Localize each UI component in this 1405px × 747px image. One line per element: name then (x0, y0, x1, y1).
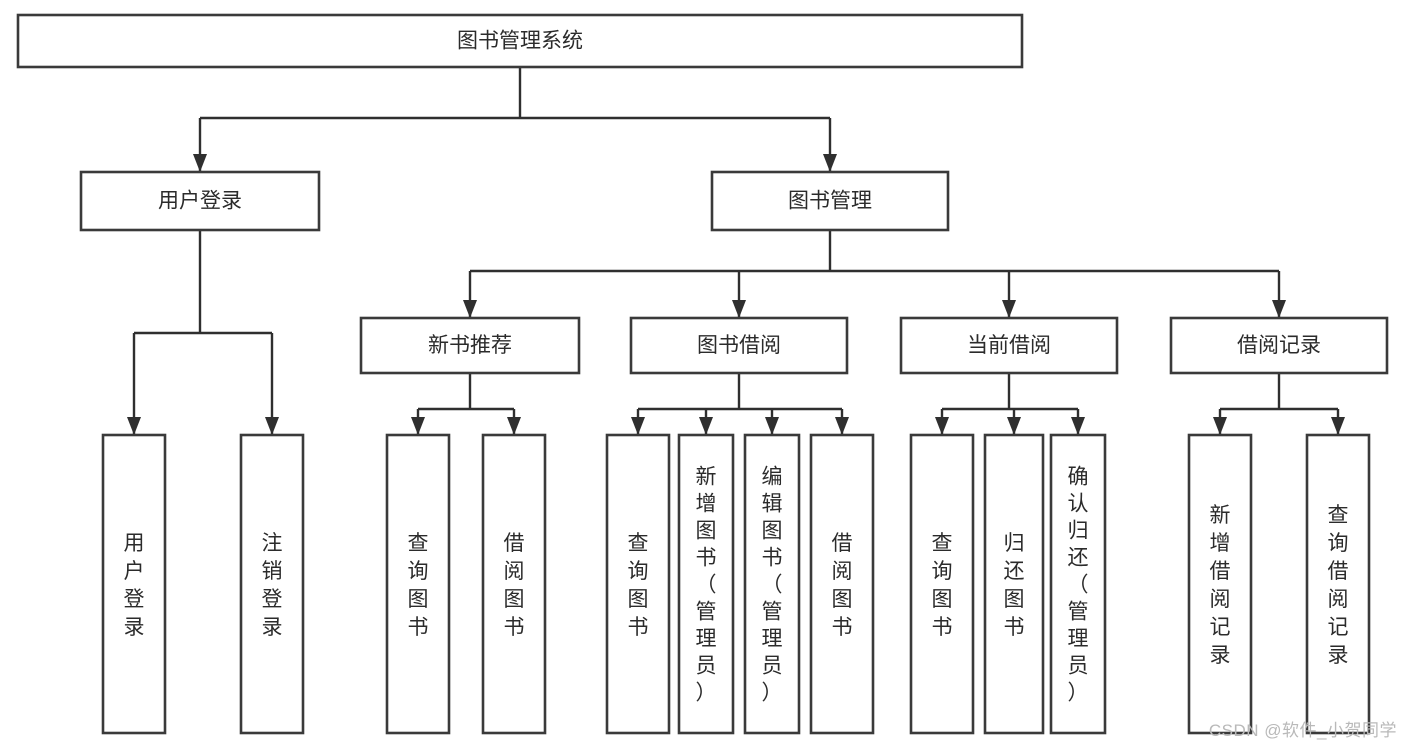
node-leaf-query-book-2[interactable]: 查询图书 (605, 433, 671, 735)
node-box (16, 13, 1024, 69)
node-label: 借阅图书 (504, 532, 525, 639)
node-leaf-borrow-book-1[interactable]: 借阅图书 (481, 433, 547, 735)
node-label: 注销登录 (262, 532, 283, 639)
arrow-head-icon (823, 154, 837, 172)
node-leaf-edit-book[interactable]: 编辑图书（管理员） (743, 433, 801, 735)
node-leaf-query-book-3[interactable]: 查询图书 (909, 433, 975, 735)
node-box (629, 316, 849, 375)
node-user-login[interactable]: 用户登录 (79, 170, 321, 232)
arrow-head-icon (1002, 300, 1016, 318)
node-root[interactable]: 图书管理系统 (16, 13, 1024, 69)
node-box (385, 433, 451, 735)
node-box (481, 433, 547, 735)
node-box (677, 433, 735, 735)
node-box (983, 433, 1045, 735)
node-label: 借阅图书 (832, 532, 853, 639)
arrow-head-icon (1213, 417, 1227, 435)
node-label: 查询图书 (408, 532, 429, 639)
node-layer: 图书管理系统用户登录用户登录注销登录图书管理新书推荐查询图书借阅图书图书借阅查询… (16, 13, 1389, 735)
node-box (359, 316, 581, 375)
node-leaf-query-record[interactable]: 查询借阅记录 (1305, 433, 1371, 735)
node-box (710, 170, 950, 232)
arrow-head-icon (265, 417, 279, 435)
node-leaf-borrow-book-2[interactable]: 借阅图书 (809, 433, 875, 735)
node-box (899, 316, 1119, 375)
arrow-head-icon (411, 417, 425, 435)
node-new-book-recommend[interactable]: 新书推荐 (359, 316, 581, 375)
node-label: 用户登录 (124, 532, 145, 639)
node-leaf-user-login[interactable]: 用户登录 (101, 433, 167, 735)
node-label: 确认归还（管理员） (1068, 466, 1089, 705)
node-leaf-confirm-return[interactable]: 确认归还（管理员） (1049, 433, 1107, 735)
node-label: 查询图书 (932, 532, 953, 639)
node-box (1187, 433, 1253, 735)
node-book-manage[interactable]: 图书管理 (710, 170, 950, 232)
node-box (1049, 433, 1107, 735)
arrow-head-icon (193, 154, 207, 172)
node-label: 新增借阅记录 (1210, 504, 1231, 667)
arrow-head-icon (127, 417, 141, 435)
arrow-head-icon (631, 417, 645, 435)
node-box (809, 433, 875, 735)
connector-layer (127, 67, 1345, 435)
node-label: 新书推荐 (428, 334, 512, 357)
node-label: 借阅记录 (1237, 334, 1321, 357)
node-leaf-query-book-1[interactable]: 查询图书 (385, 433, 451, 735)
node-box (909, 433, 975, 735)
node-label: 新增图书（管理员） (696, 466, 717, 705)
arrow-head-icon (732, 300, 746, 318)
node-label: 查询图书 (628, 532, 649, 639)
arrow-head-icon (835, 417, 849, 435)
node-label: 图书管理系统 (457, 30, 583, 53)
node-borrow-record[interactable]: 借阅记录 (1169, 316, 1389, 375)
node-box (743, 433, 801, 735)
node-label: 归还图书 (1004, 532, 1025, 639)
node-box (1169, 316, 1389, 375)
arrow-head-icon (1071, 417, 1085, 435)
node-book-borrow[interactable]: 图书借阅 (629, 316, 849, 375)
node-box (239, 433, 305, 735)
node-leaf-user-logout[interactable]: 注销登录 (239, 433, 305, 735)
arrow-head-icon (935, 417, 949, 435)
node-label: 用户登录 (158, 190, 242, 213)
arrow-head-icon (765, 417, 779, 435)
node-box (1305, 433, 1371, 735)
node-leaf-add-book[interactable]: 新增图书（管理员） (677, 433, 735, 735)
node-label: 图书借阅 (697, 334, 781, 357)
node-label: 当前借阅 (967, 334, 1051, 357)
arrow-head-icon (507, 417, 521, 435)
arrow-head-icon (1007, 417, 1021, 435)
node-leaf-return-book[interactable]: 归还图书 (983, 433, 1045, 735)
node-label: 图书管理 (788, 190, 872, 213)
node-box (79, 170, 321, 232)
arrow-head-icon (463, 300, 477, 318)
arrow-head-icon (699, 417, 713, 435)
node-label: 查询借阅记录 (1328, 504, 1349, 667)
node-leaf-add-record[interactable]: 新增借阅记录 (1187, 433, 1253, 735)
arrow-head-icon (1331, 417, 1345, 435)
node-box (605, 433, 671, 735)
node-label: 编辑图书（管理员） (762, 466, 783, 705)
node-box (101, 433, 167, 735)
arrow-head-icon (1272, 300, 1286, 318)
node-current-borrow[interactable]: 当前借阅 (899, 316, 1119, 375)
